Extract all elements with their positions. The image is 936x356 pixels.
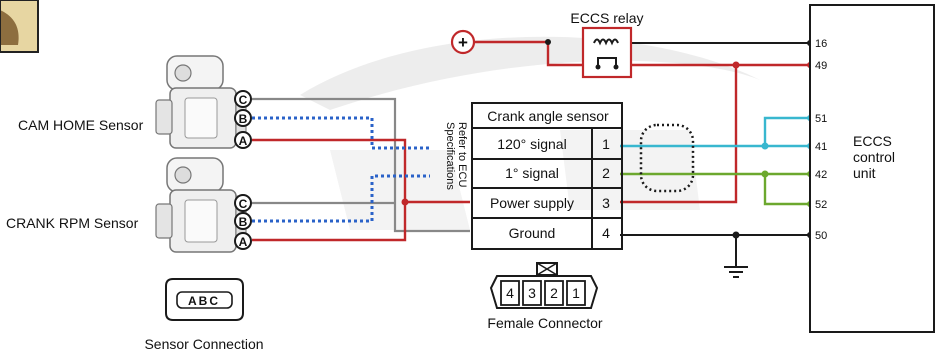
red-wires — [252, 40, 810, 242]
svg-text:B: B — [239, 112, 248, 126]
svg-text:ABC: ABC — [188, 294, 220, 308]
relay-coil-icon — [593, 38, 619, 46]
cam-pin-badges: C B A — [234, 90, 252, 149]
shielded-cable-marker — [639, 123, 695, 193]
svg-text:Specifications: Specifications — [444, 122, 456, 190]
svg-text:A: A — [239, 235, 248, 249]
sensor-connection-icon: ABC — [165, 278, 244, 321]
row-signal: 120° signal — [497, 136, 566, 152]
row-signal: Ground — [509, 225, 556, 241]
photo-thumbnail — [0, 0, 39, 53]
crank-sensor-icon — [155, 157, 247, 253]
sensor-connection-label: Sensor Connection — [144, 336, 263, 352]
refer-note: Refer to ECU Specifications — [444, 122, 468, 190]
svg-text:2: 2 — [550, 285, 558, 301]
black-wires — [620, 42, 810, 266]
relay-box — [581, 26, 633, 79]
svg-text:50: 50 — [815, 230, 827, 242]
ecu-box — [809, 4, 935, 333]
female-connector-label: Female Connector — [487, 315, 603, 331]
crank-sensor-table: 120° signal 1 1° signal 2 Power supply 3… — [471, 102, 623, 250]
svg-text:4: 4 — [506, 285, 514, 301]
blue-dotted-wires — [252, 116, 430, 223]
svg-text:ECCS: ECCS — [853, 133, 892, 149]
svg-text:B: B — [239, 215, 248, 229]
row-signal: Power supply — [490, 195, 574, 211]
relay-title: ECCS relay — [570, 10, 643, 26]
svg-text:control: control — [853, 149, 895, 165]
svg-text:16: 16 — [815, 38, 827, 50]
svg-text:1: 1 — [572, 285, 580, 301]
signal-wires — [620, 116, 810, 206]
crank-pin-badges: C B A — [234, 194, 252, 250]
svg-text:C: C — [239, 93, 248, 107]
svg-text:C: C — [239, 197, 248, 211]
ecu-title: ECCS control unit — [853, 133, 895, 181]
svg-text:3: 3 — [528, 285, 536, 301]
svg-text:41: 41 — [815, 141, 827, 153]
cam-sensor-icon — [155, 55, 247, 149]
row-signal: 1° signal — [505, 165, 559, 181]
cam-sensor-label: CAM HOME Sensor — [18, 117, 144, 133]
row-pin: 1 — [602, 136, 610, 152]
svg-text:unit: unit — [853, 165, 876, 181]
svg-text:52: 52 — [815, 199, 827, 211]
svg-text:42: 42 — [815, 169, 827, 181]
svg-text:49: 49 — [815, 60, 827, 72]
row-pin: 4 — [602, 225, 610, 241]
svg-text:51: 51 — [815, 113, 827, 125]
relay-switch-icon — [597, 57, 617, 66]
crank-sensor-label: CRANK RPM Sensor — [6, 215, 139, 231]
female-connector-icon: 4 3 2 1 — [489, 262, 599, 309]
svg-text:A: A — [239, 134, 248, 148]
ground-icon — [724, 266, 748, 278]
svg-text:Refer to ECU: Refer to ECU — [456, 122, 468, 187]
crank-table-title: Crank angle sensor — [487, 108, 609, 124]
ecu-pin-labels: 16 49 51 41 42 52 50 — [815, 38, 827, 242]
row-pin: 3 — [602, 195, 610, 211]
row-pin: 2 — [602, 165, 610, 181]
svg-text:+: + — [458, 33, 468, 52]
battery-positive-icon: + — [450, 29, 476, 55]
